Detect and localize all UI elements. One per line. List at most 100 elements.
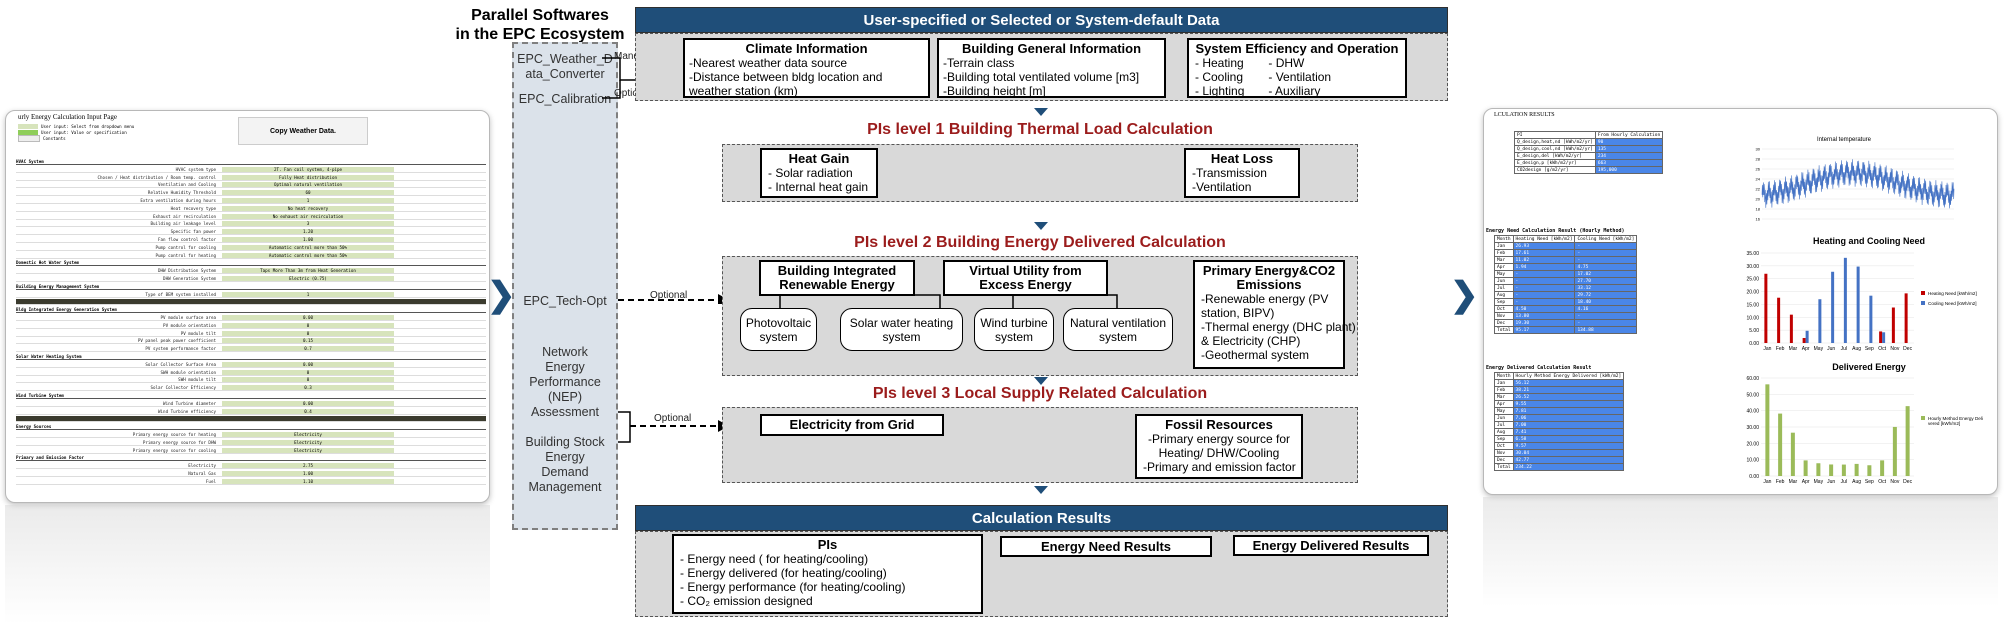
sheet-row-label: PV module tilt [180, 330, 216, 336]
heat-gain-title: Heat Gain [788, 151, 850, 166]
table-cell: Oct [1494, 305, 1514, 313]
results-reflection [1483, 497, 1998, 607]
sheet-row: Chosen / Heat distribution / Room temp. … [16, 174, 486, 181]
table-cell: Apr [1494, 263, 1514, 271]
sheet-row-value[interactable]: Taps More Than 3m from Heat Generation [222, 268, 394, 274]
legend-swatch-value [18, 129, 38, 135]
sheet-row-value[interactable]: 60 [222, 190, 394, 196]
sheet-row-value[interactable]: 1.10 [222, 478, 394, 484]
table-cell: 29.72 [1574, 291, 1638, 299]
sheet-row-value[interactable]: 1.00 [222, 237, 394, 242]
sheet-row-value[interactable]: 1 [222, 291, 394, 297]
bar [1802, 338, 1806, 343]
bar [1882, 332, 1886, 343]
sheet-row-value[interactable]: 0.00 [222, 400, 394, 406]
sheet-row-value[interactable]: 0 [222, 377, 394, 383]
bar [1805, 330, 1809, 343]
sheet-row-value[interactable]: No exhaust air recirculation [222, 213, 394, 219]
y-tick-label: 20 [1756, 197, 1761, 202]
table-cell: 7.06 [1512, 414, 1625, 422]
down-arrow-icon [1034, 486, 1048, 494]
sheet-row-value[interactable]: Automatic control more than 50% [222, 252, 394, 258]
bar [1790, 432, 1795, 476]
sheet-row-value[interactable]: 0.3 [222, 385, 394, 391]
sheet-row-value[interactable]: 1.00 [222, 471, 394, 476]
building-general-item: -Terrain class [943, 56, 1015, 70]
sheet-row-value[interactable]: Electricity [222, 439, 394, 445]
x-tick-label: Jan [1763, 479, 1771, 485]
sheet-row-label: SWH module tilt [178, 377, 216, 383]
sheet-row-value[interactable]: Automatic control more than 50% [222, 244, 394, 250]
sheet-section-label: HVAC System [16, 159, 44, 164]
x-tick-label: Oct [1878, 479, 1886, 485]
sheet-row-value[interactable]: 2T. Fan coil system, 4-pipe [222, 166, 394, 172]
table-cell: Dec [1494, 319, 1514, 327]
fossil-resources-item: Heating/ DHW/Cooling [1158, 446, 1280, 460]
table-header-cell: From Hourly Calculation [1594, 131, 1664, 139]
sheet-row-label: Relative Humidity Threshold [147, 190, 216, 196]
sheet-row-value[interactable]: 0.15 [222, 338, 394, 344]
y-tick-label: 16 [1756, 217, 1761, 222]
bar [1892, 426, 1897, 476]
system-item: - Cooling [1195, 70, 1244, 84]
sheet-row-value[interactable]: 0.7 [222, 346, 394, 352]
table-cell: CO2design [g/m2/yr] [1514, 166, 1596, 174]
table-cell: Apr [1494, 400, 1514, 408]
sheet-row-value[interactable]: 2.75 [222, 463, 394, 469]
sheet-row-value[interactable]: Fully Heat distribution [222, 174, 394, 180]
table-cell: Jan [1494, 242, 1514, 250]
copy-weather-data-button[interactable]: Copy Weather Data. [238, 117, 368, 145]
sheet-row-value[interactable]: 1.20 [222, 229, 394, 235]
legend-swatch-constant [18, 134, 40, 142]
sheet-row-label: Solar Collector Efficiency [150, 385, 216, 391]
table-row: Sep-18.40 [1494, 298, 1638, 306]
building-general-title: Building General Information [961, 41, 1142, 56]
x-tick-label: Oct [1878, 346, 1886, 352]
sheet-row-value[interactable]: No heat recovery [222, 205, 394, 211]
climate-info-item: -Nearest weather data source [689, 56, 848, 70]
primary-energy-item: -Geothermal system [1201, 348, 1310, 362]
mandatory-connector [602, 57, 638, 99]
sheet-row-label: SWH module orientation [160, 369, 216, 375]
sheet-row-value[interactable]: 3 [222, 221, 394, 227]
sheet-row-value[interactable]: 1 [222, 198, 394, 203]
sheet-row-value[interactable]: 0 [222, 369, 394, 375]
bar [1777, 297, 1781, 343]
sheet-row-value[interactable]: Electricity [222, 432, 394, 437]
sheet-row-value[interactable]: 0 [222, 322, 394, 328]
table-cell: 13.80 [1512, 312, 1576, 320]
sheet-row-value[interactable]: 0.4 [222, 408, 394, 414]
table-row: CO2design [g/m2/yr]195,000 [1514, 166, 1664, 174]
sheet-row-label: Type of BEM system installed [145, 291, 216, 297]
sheet-row-value[interactable]: Optimal natural ventilation [222, 182, 394, 188]
sheet-row: Relative Humidity Threshold 60 [16, 190, 486, 197]
y-tick-label: 10.00 [1746, 315, 1759, 321]
x-tick-label: Mar [1789, 479, 1798, 485]
fossil-resources-title: Fossil Resources [1165, 417, 1273, 432]
table-cell: 11.02 [1512, 256, 1576, 264]
sheet-row: HVAC System [16, 159, 486, 165]
table-cell: 6.58 [1512, 435, 1625, 443]
table-cell: 19.30 [1512, 319, 1576, 327]
sheet-row: Energy Sources [16, 424, 486, 431]
table-cell: 134.88 [1574, 326, 1638, 334]
sheet-row-value[interactable]: 0.00 [222, 361, 394, 367]
sheet-row-value[interactable]: 0.00 [222, 315, 394, 320]
sheet-legend: User input: Select from dropdown menu Us… [18, 123, 134, 142]
sheet-row-value[interactable]: Electric (0.75) [222, 276, 394, 281]
temperature-series-line [1761, 159, 1955, 209]
table-cell: 4.50 [1512, 305, 1576, 313]
level1-title: PIs level 1 Building Thermal Load Calcul… [867, 121, 1213, 138]
table-cell: Jun [1494, 414, 1514, 422]
sheet-row-value[interactable]: 0 [222, 330, 394, 336]
sheet-row-value[interactable]: Electricity [222, 447, 394, 453]
